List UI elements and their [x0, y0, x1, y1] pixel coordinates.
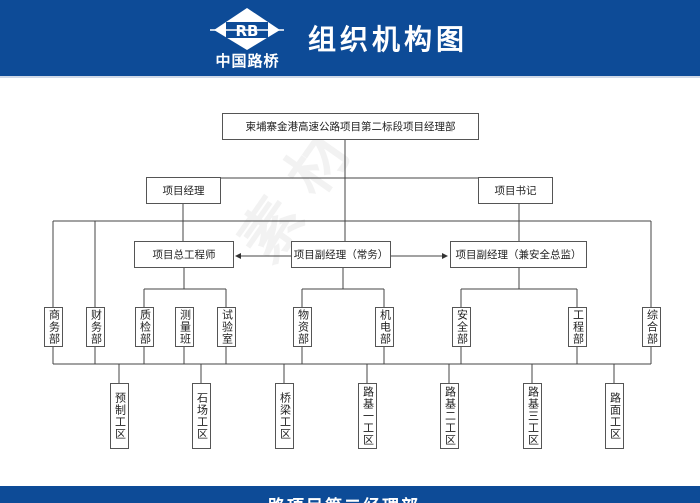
zone-subgrade-3: 路基三工区	[523, 383, 542, 449]
zone-quarry: 石场工区	[192, 383, 211, 449]
dept-general: 综合部	[642, 307, 661, 347]
footer-banner: 路项目第二经理部	[0, 486, 700, 503]
node-chief-engineer: 项目总工程师	[134, 241, 234, 268]
dept-materials: 物资部	[293, 307, 312, 347]
page-title: 组织机构图	[308, 23, 469, 56]
dept-commerce: 商务部	[44, 307, 63, 347]
dept-lab: 试验室	[217, 307, 236, 347]
dept-engineering: 工程部	[568, 307, 587, 347]
dept-finance: 财务部	[86, 307, 105, 347]
header-banner: RB 中国路桥 组织机构图	[0, 0, 700, 78]
zone-precast: 预制工区	[110, 383, 129, 449]
dept-safety: 安全部	[452, 307, 471, 347]
node-project-manager: 项目经理	[146, 177, 221, 204]
zone-bridge: 桥梁工区	[275, 383, 294, 449]
rb-logo-icon: RB	[210, 8, 284, 50]
logo-text: 中国路桥	[215, 52, 280, 70]
zone-pavement: 路面工区	[605, 383, 624, 449]
node-deputy-manager-executive: 项目副经理（常务）	[291, 241, 391, 268]
dept-survey: 测量班	[175, 307, 194, 347]
svg-text:RB: RB	[236, 22, 259, 40]
footer-text: 路项目第二经理部	[268, 492, 420, 503]
node-project-secretary: 项目书记	[478, 177, 553, 204]
zone-subgrade-2: 路基二工区	[440, 383, 459, 449]
node-deputy-manager-safety: 项目副经理（兼安全总监）	[450, 241, 587, 268]
dept-electromechanical: 机电部	[375, 307, 394, 347]
zone-subgrade-1: 路基一工区	[358, 383, 377, 449]
dept-quality: 质检部	[135, 307, 154, 347]
node-project-department: 柬埔寨金港高速公路项目第二标段项目经理部	[222, 113, 479, 140]
